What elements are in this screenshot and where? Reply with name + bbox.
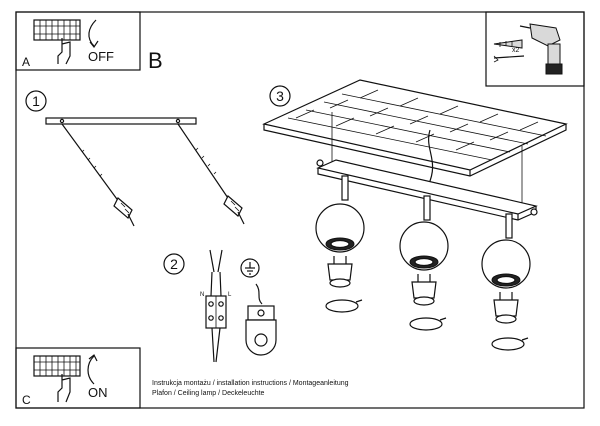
fuse-box-icon bbox=[33, 355, 81, 377]
drill-kit-frame bbox=[485, 11, 585, 87]
spotlight-3 bbox=[481, 213, 531, 351]
retaining-ring-1-icon bbox=[325, 299, 359, 313]
gu10-bulb-3-icon bbox=[493, 299, 519, 317]
gu10-bulb-1-icon bbox=[327, 263, 353, 281]
retaining-ring-2-icon bbox=[409, 317, 443, 331]
step-2-badge bbox=[163, 253, 185, 275]
power-cable bbox=[427, 129, 434, 187]
wire-live-label: L bbox=[228, 292, 232, 298]
panel-a-frame bbox=[15, 11, 141, 71]
step-1-number: 1 bbox=[32, 93, 40, 109]
step-2: 2 N L bbox=[163, 249, 277, 363]
ceiling-bricks bbox=[262, 79, 568, 177]
screw-left-icon bbox=[61, 123, 135, 227]
screw-icon bbox=[493, 55, 525, 63]
step-3-number: 3 bbox=[276, 88, 284, 104]
wire-neutral-label: N bbox=[200, 292, 204, 298]
drill-icon bbox=[519, 23, 563, 75]
panel-c: C ON bbox=[15, 347, 141, 409]
arrow-up-icon bbox=[87, 355, 95, 385]
step-1: 1 bbox=[25, 90, 245, 227]
panel-a-letter: A bbox=[22, 55, 30, 69]
fuse-box-icon bbox=[33, 19, 81, 41]
ground-terminal-icon bbox=[245, 283, 277, 356]
terminal-block bbox=[205, 249, 227, 363]
panel-a-action: OFF bbox=[88, 49, 114, 64]
wall-plug-icon bbox=[493, 39, 523, 49]
footer-instructions: Instrukcja montażu / installation instru… bbox=[152, 380, 349, 387]
step-1-badge bbox=[25, 90, 47, 112]
spotlight-1 bbox=[315, 175, 365, 313]
panel-a: A OFF bbox=[15, 11, 141, 71]
step-3: 3 bbox=[262, 79, 568, 351]
hand-icon bbox=[57, 38, 71, 65]
lamp-base bbox=[316, 159, 538, 221]
spotlight-2 bbox=[399, 195, 449, 331]
footer-product: Plafon / Ceiling lamp / Deckeleuchte bbox=[152, 390, 265, 397]
mounting-bar bbox=[45, 117, 197, 125]
retaining-ring-3-icon bbox=[491, 337, 525, 351]
ground-symbol-icon bbox=[240, 258, 260, 278]
hand-icon bbox=[57, 374, 71, 403]
panel-c-action: ON bbox=[88, 385, 108, 400]
panel-c-frame bbox=[15, 347, 141, 409]
drill-kit-quantity: x2 bbox=[512, 47, 520, 54]
step-2-number: 2 bbox=[170, 256, 178, 272]
panel-b-letter: B bbox=[148, 48, 163, 73]
panel-c-letter: C bbox=[22, 393, 31, 407]
step-3-badge bbox=[269, 85, 291, 107]
sheet-border bbox=[15, 11, 585, 409]
drill-kit-panel: x2 bbox=[485, 11, 585, 87]
gu10-bulb-2-icon bbox=[411, 281, 437, 299]
screw-right-icon bbox=[177, 123, 245, 225]
